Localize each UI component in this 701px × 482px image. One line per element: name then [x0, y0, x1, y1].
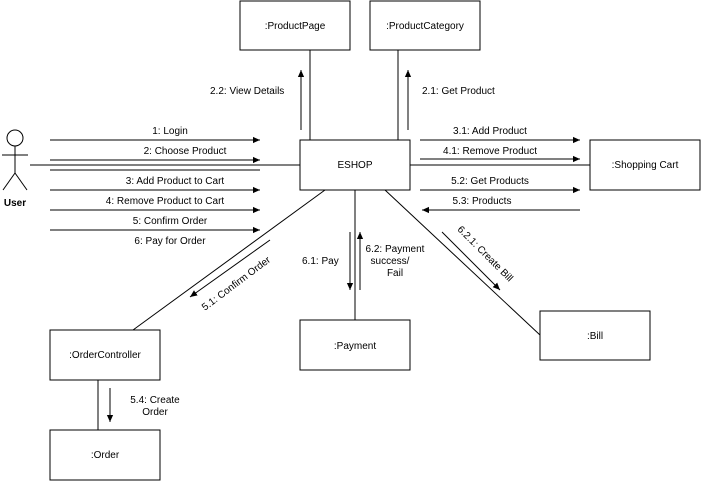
object-order-controller[interactable]: :OrderController: [49, 329, 161, 381]
link-eshop-bill: [384, 189, 541, 336]
msg-add-product-label: 3.1: Add Product: [453, 126, 527, 137]
object-payment-label: :Payment: [334, 341, 376, 352]
msg-confirm-order-label: 5: Confirm Order: [133, 216, 208, 227]
msg-pay-for-order-label: 6: Pay for Order: [134, 236, 206, 247]
object-product-page-label: :ProductPage: [265, 21, 326, 32]
object-product-category[interactable]: :ProductCategory: [369, 0, 481, 51]
object-payment[interactable]: :Payment: [299, 319, 411, 371]
msg-pay-label: 6.1: Pay: [302, 256, 339, 267]
msg-create-order-line-1: 5.4: Create: [130, 395, 180, 406]
object-bill[interactable]: :Bill: [539, 310, 651, 361]
user-actor-label: User: [4, 198, 26, 209]
link-eshop-ordercontroller: [132, 189, 326, 331]
msg-create-bill-arrow: [441, 231, 501, 291]
object-eshop[interactable]: ESHOP: [299, 139, 411, 191]
object-order-label: :Order: [91, 450, 120, 461]
object-bill-label: :Bill: [587, 331, 603, 342]
user-actor-icon: [2, 129, 28, 191]
msg-remove-product-label: 4.1: Remove Product: [443, 146, 537, 157]
msg-add-product-to-cart-label: 3: Add Product to Cart: [126, 176, 225, 187]
object-shopping-cart[interactable]: :Shopping Cart: [589, 139, 701, 191]
msg-payment-result-line-2: success/: [371, 256, 410, 267]
object-product-category-label: :ProductCategory: [386, 21, 464, 32]
object-shopping-cart-label: :Shopping Cart: [612, 160, 679, 171]
object-order-controller-label: :OrderController: [69, 350, 141, 361]
object-product-page[interactable]: :ProductPage: [239, 0, 351, 51]
msg-payment-result-line-3: Fail: [387, 268, 403, 279]
msg-login-label: 1: Login: [152, 126, 188, 137]
object-eshop-label: ESHOP: [337, 160, 372, 171]
object-order[interactable]: :Order: [49, 429, 161, 481]
msg-create-order-line-2: Order: [142, 407, 168, 418]
msg-choose-product-label: 2: Choose Product: [144, 146, 227, 157]
msg-payment-result-line-1: 6.2: Payment: [366, 244, 425, 255]
msg-view-details-label: 2.2: View Details: [210, 86, 284, 97]
msg-remove-product-to-cart-label: 4: Remove Product to Cart: [106, 196, 225, 207]
msg-products-label: 5.3: Products: [453, 196, 512, 207]
msg-get-product-label: 2.1: Get Product: [422, 86, 495, 97]
msg-get-products-label: 5.2: Get Products: [451, 176, 529, 187]
msg-confirm-order-controller-arrow: [189, 239, 271, 298]
